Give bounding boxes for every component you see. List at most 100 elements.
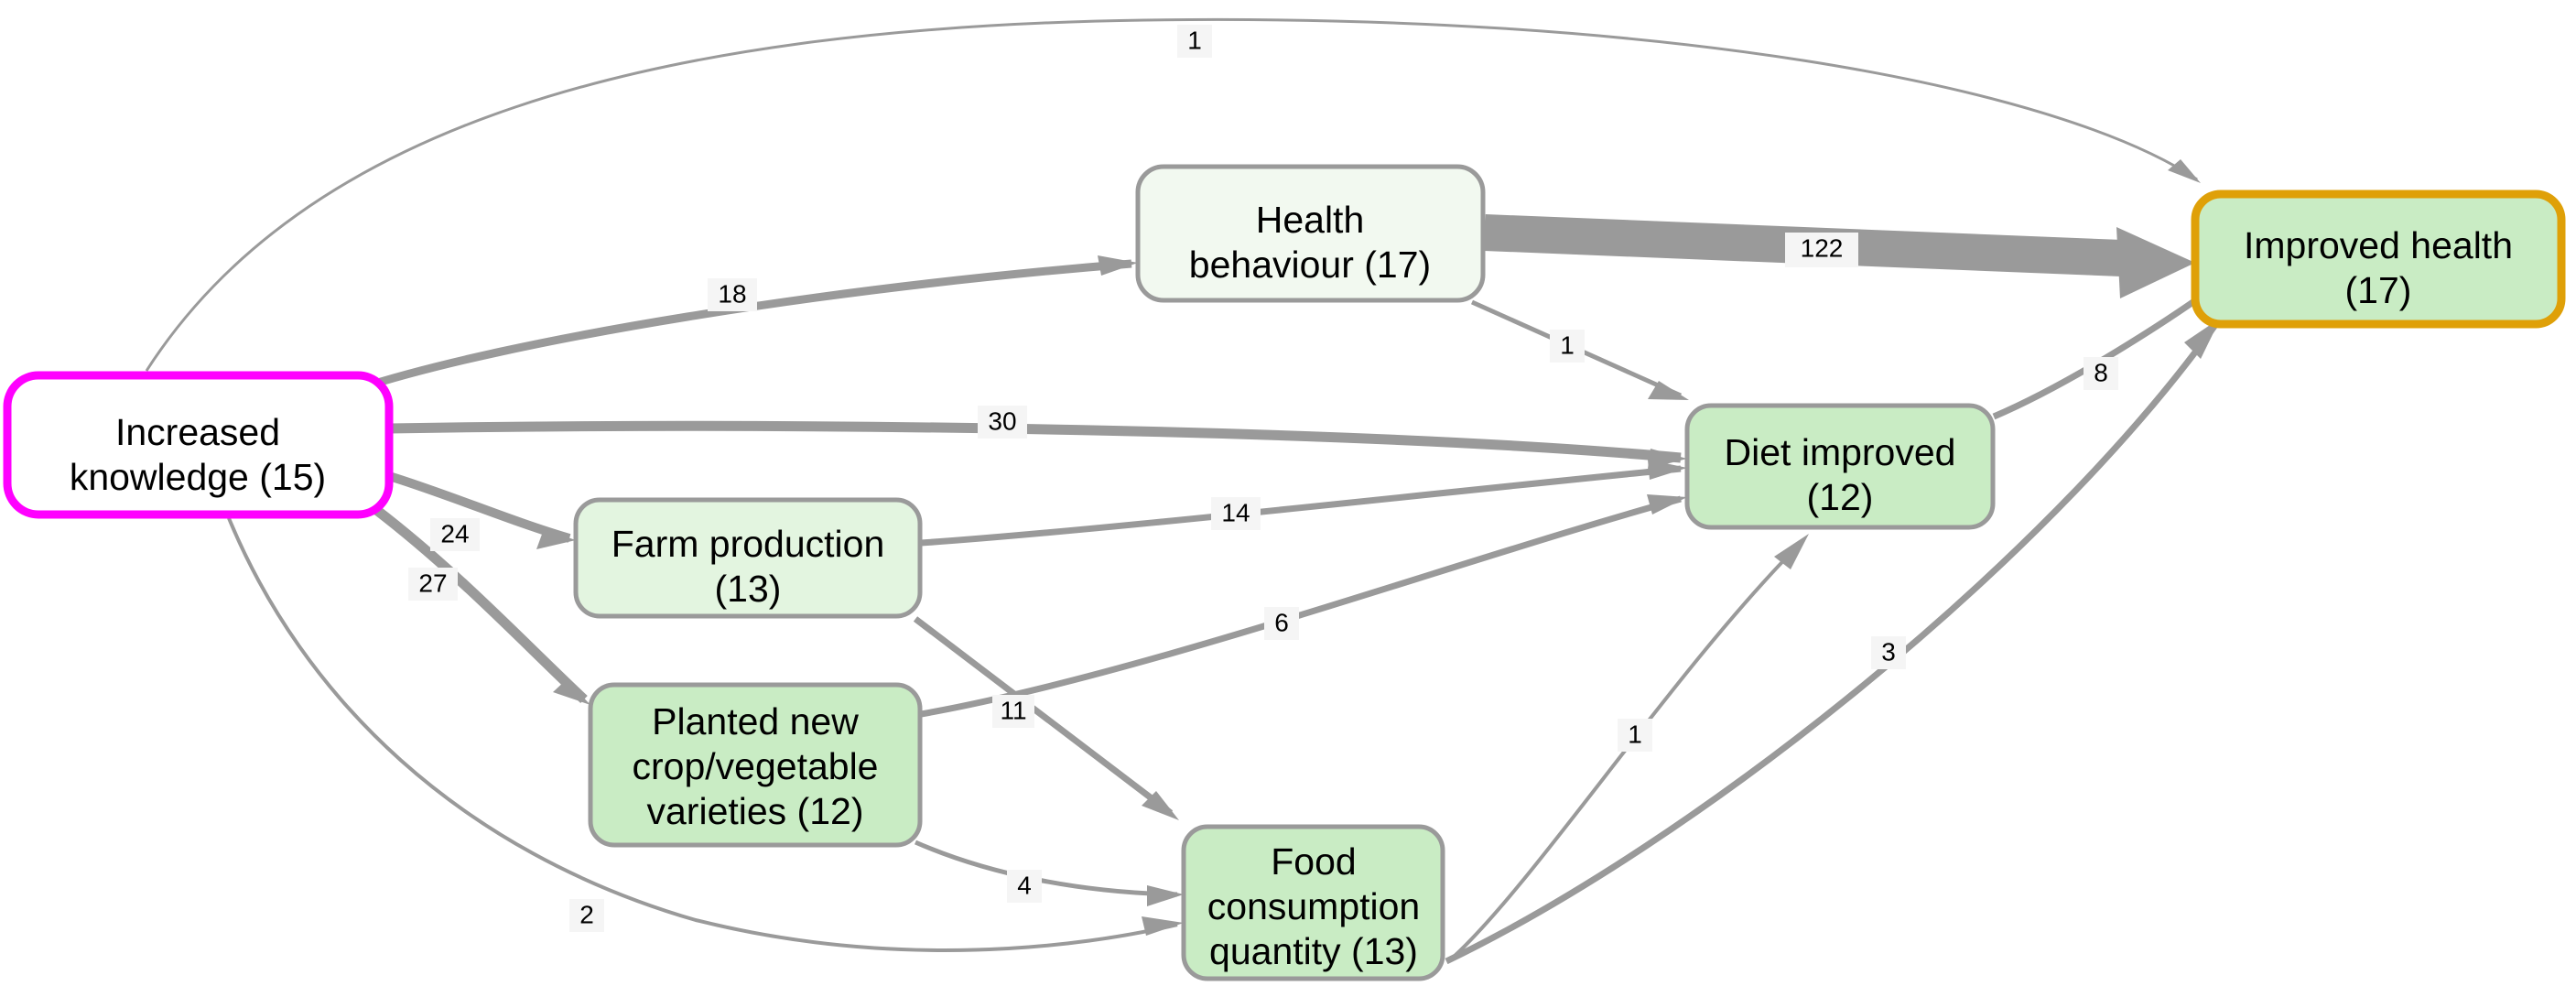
edge-label: 24	[440, 519, 469, 547]
edge-label: 4	[1017, 871, 1032, 899]
edge-label-ik-pnv: 27	[408, 568, 458, 601]
label-backdrop	[708, 278, 757, 311]
edge-label: 3	[1881, 637, 1896, 666]
label-backdrop	[1211, 497, 1261, 530]
edge-label-fp-di: 14	[1211, 497, 1261, 530]
edge-path	[920, 465, 1682, 547]
node-shape	[2191, 190, 2566, 329]
arrowhead-icon	[2116, 227, 2195, 298]
edge-label: 11	[1000, 696, 1026, 724]
edge-label-hb-di: 1	[1550, 330, 1585, 363]
edge-label: 2	[579, 900, 594, 928]
node-diet-improved[interactable]: Diet improved (12)	[1684, 403, 1996, 530]
arrowhead-icon	[1098, 255, 1138, 276]
edge-label-ik-fcq: 2	[569, 899, 604, 932]
node-label-line: Increased	[115, 411, 280, 453]
edge-label: 8	[2094, 358, 2108, 386]
edge-increased-knowledge-to-farm-production[interactable]	[387, 471, 576, 549]
node-label-line: Food	[1271, 840, 1356, 883]
edge-label: 6	[1274, 608, 1289, 636]
arrowhead-icon	[1142, 916, 1184, 936]
edge-increased-knowledge-to-planted-new-varieties[interactable]	[372, 504, 590, 705]
edge-label: 122	[1801, 233, 1844, 262]
label-backdrop	[2084, 357, 2118, 390]
node-label-line: Health	[1256, 199, 1365, 241]
label-backdrop	[1007, 870, 1042, 903]
label-backdrop	[1618, 719, 1652, 752]
edge-path	[145, 17, 2198, 372]
edge-path	[920, 495, 1682, 718]
node-label-line: consumption	[1207, 885, 1420, 927]
arrowhead-icon	[2184, 318, 2221, 359]
label-backdrop	[992, 695, 1034, 728]
edge-label-ik-fp: 24	[430, 518, 480, 551]
edge-label-ik-hb: 18	[708, 278, 757, 311]
node-improved-health[interactable]: Improved health (17)	[2191, 190, 2566, 329]
node-label-line: Planted new	[652, 700, 859, 742]
edge-label-di-ih: 8	[2084, 357, 2118, 390]
arrowhead-icon	[1647, 494, 1687, 515]
edge-label: 1	[1187, 26, 1202, 54]
node-health-behaviour[interactable]: Health behaviour (17)	[1135, 164, 1486, 303]
edge-label-hb-ih: 122	[1785, 233, 1858, 267]
edge-path	[914, 840, 1178, 897]
edge-label: 14	[1221, 498, 1250, 526]
node-increased-knowledge[interactable]: Increased knowledge (15)	[3, 371, 394, 519]
label-backdrop	[1264, 607, 1299, 640]
node-label-line: crop/vegetable	[633, 745, 879, 787]
arrowhead-icon	[2168, 159, 2201, 183]
label-backdrop	[569, 899, 604, 932]
node-shape	[1135, 164, 1486, 303]
arrowhead-icon	[1147, 885, 1184, 906]
edge-path	[227, 517, 1178, 952]
node-label-line: (13)	[715, 568, 782, 610]
edge-label-fcq-ih: 3	[1871, 636, 1906, 669]
node-food-consumption-quantity[interactable]: Food consumption quantity (13)	[1181, 824, 1445, 981]
node-shape	[3, 371, 394, 519]
edge-label: 18	[718, 279, 746, 308]
edge-planted-new-varieties-to-diet-improved[interactable]	[920, 494, 1687, 718]
node-label-line: (12)	[1807, 476, 1874, 518]
node-label-line: Diet improved	[1725, 431, 1956, 473]
edge-path	[388, 420, 1682, 463]
label-backdrop	[1785, 233, 1858, 267]
node-planted-new-varieties[interactable]: Planted new crop/vegetable varieties (12…	[588, 682, 923, 848]
arrowhead-icon	[553, 679, 590, 705]
edge-food-consumption-quantity-to-improved-health[interactable]	[1445, 318, 2221, 965]
edge-path	[913, 616, 1174, 816]
edge-increased-knowledge-to-health-behaviour[interactable]	[355, 255, 1138, 394]
edge-labels-layer: 1 18 30 24 27 2	[408, 25, 2118, 932]
node-label-line: (17)	[2345, 269, 2412, 311]
edge-label: 1	[1560, 330, 1575, 359]
edge-farm-production-to-diet-improved[interactable]	[920, 460, 1687, 547]
edge-path	[355, 259, 1132, 394]
arrowhead-icon	[1774, 534, 1809, 569]
node-shape	[588, 682, 923, 848]
edge-label-fp-fcq: 11	[992, 695, 1034, 728]
label-backdrop	[408, 568, 458, 601]
node-shape	[573, 497, 923, 619]
node-label-line: varieties (12)	[647, 790, 864, 832]
edge-farm-production-to-food-consumption-quantity[interactable]	[913, 616, 1179, 820]
edge-label-pnv-di: 6	[1264, 607, 1299, 640]
label-backdrop	[1177, 25, 1212, 58]
arrowhead-icon	[536, 529, 576, 549]
edge-increased-knowledge-to-food-consumption-quantity[interactable]	[227, 517, 1184, 952]
edge-label: 30	[988, 406, 1016, 435]
label-backdrop	[1550, 330, 1585, 363]
edge-label-fcq-di: 1	[1618, 719, 1652, 752]
label-backdrop	[430, 518, 480, 551]
edge-increased-knowledge-to-improved-health[interactable]	[145, 17, 2201, 372]
node-label-line: Farm production	[612, 523, 885, 565]
edge-label: 1	[1628, 720, 1642, 748]
edge-label-ik-di: 30	[978, 406, 1027, 439]
edge-increased-knowledge-to-diet-improved[interactable]	[388, 420, 1687, 469]
edge-food-consumption-quantity-to-diet-improved[interactable]	[1452, 534, 1809, 959]
edge-label-ik-ih: 1	[1177, 25, 1212, 58]
node-farm-production[interactable]: Farm production (13)	[573, 497, 923, 619]
node-shape	[1684, 403, 1996, 530]
edge-planted-new-varieties-to-food-consumption-quantity[interactable]	[914, 840, 1184, 906]
edge-label: 27	[418, 569, 447, 597]
